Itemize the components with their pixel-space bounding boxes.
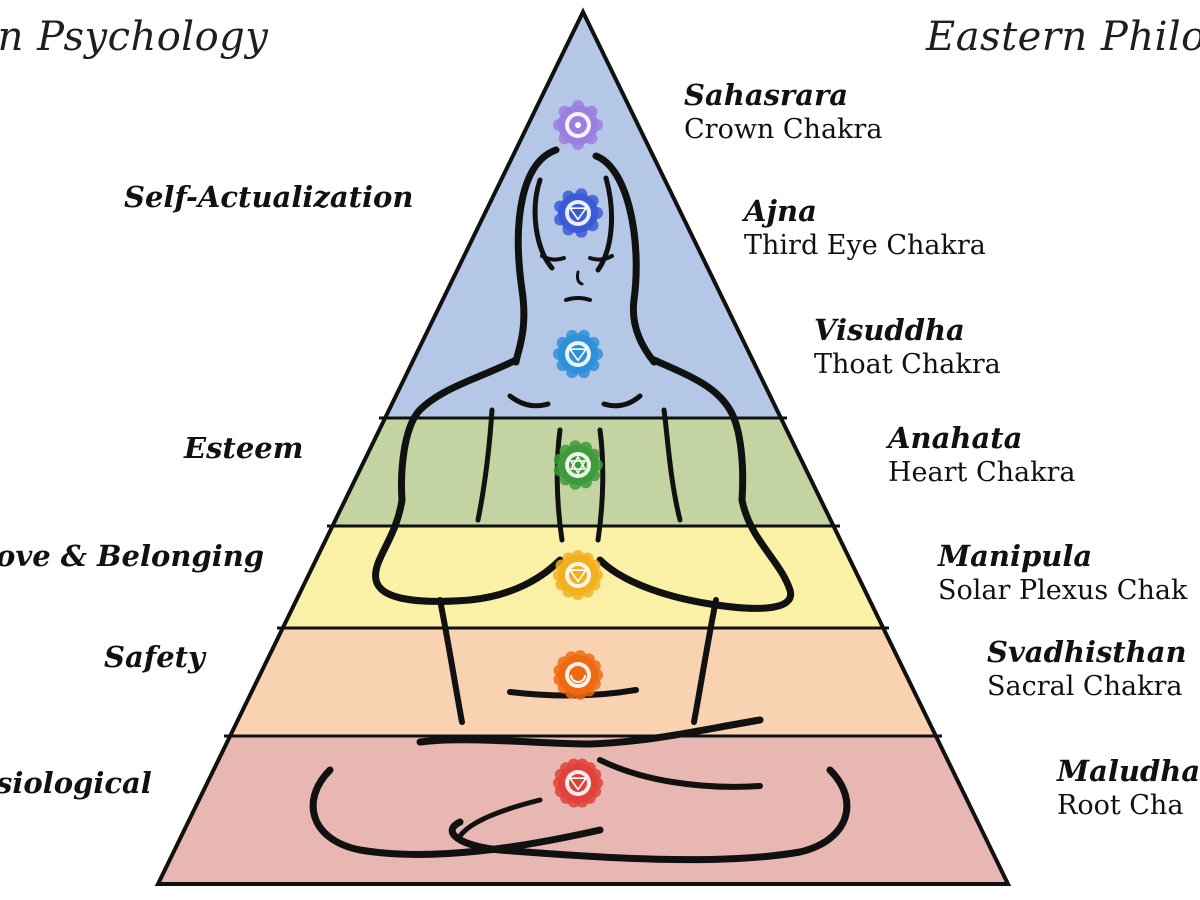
western-psychology-title: rn Psychology (0, 14, 269, 60)
pyramid-outline (154, 7, 1012, 886)
chakra-name-ajna: Ajna (744, 194, 817, 228)
chakra-name-manipula: Manipula (938, 539, 1093, 573)
chakra-subtitle-throat: Thoat Chakra (814, 349, 1001, 380)
chakra-subtitle-sacral: Sacral Chakra (987, 671, 1183, 702)
third-eye-chakra-icon (554, 188, 603, 238)
meditating-figure (309, 146, 851, 864)
need-self-actualization: Self-Actualization (124, 180, 414, 214)
chakra-name-svadhisthan: Svadhisthan (987, 635, 1187, 669)
heart-chakra-icon (553, 440, 603, 490)
chakra-name-sahasrara: Sahasrara (684, 78, 849, 112)
need-love-belonging: ove & Belonging (0, 539, 265, 573)
chakra-subtitle-root: Root Cha (1057, 790, 1184, 821)
need-esteem: Esteem (184, 431, 304, 465)
chakra-subtitle-third-eye: Third Eye Chakra (744, 230, 986, 261)
need-physiological: siological (0, 766, 152, 800)
chakra-subtitle-solar-plexus: Solar Plexus Chak (938, 575, 1188, 606)
crown-chakra-icon (553, 100, 603, 150)
throat-chakra-icon (553, 329, 603, 379)
root-chakra-icon (553, 758, 603, 808)
eastern-philosophy-title: Eastern Philo (926, 14, 1200, 60)
chakra-name-maludha: Maludha (1057, 754, 1200, 788)
chakra-name-anahata: Anahata (888, 421, 1023, 455)
solar-plexus-chakra-icon (553, 550, 603, 600)
chakra-subtitle-heart: Heart Chakra (888, 457, 1076, 488)
chakra-subtitle-crown: Crown Chakra (684, 114, 883, 145)
sacral-chakra-icon (553, 650, 603, 700)
need-safety: Safety (104, 640, 205, 674)
chakra-name-visuddha: Visuddha (814, 313, 965, 347)
